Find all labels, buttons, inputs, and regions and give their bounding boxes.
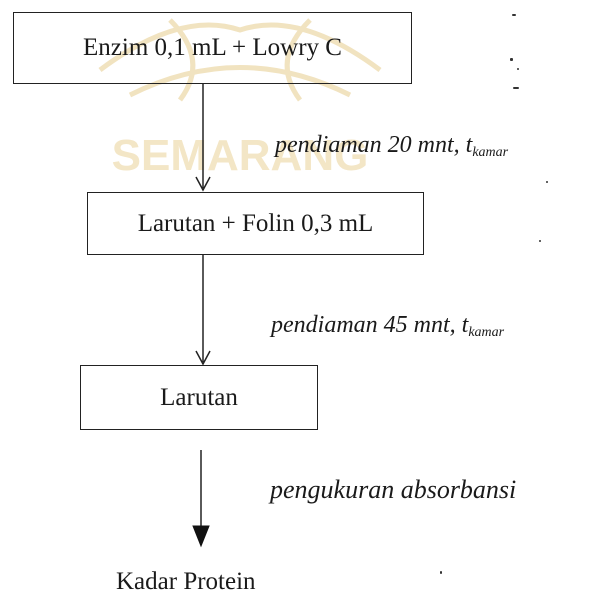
arrowhead-3 xyxy=(192,525,210,548)
step-1-text: Enzim 0,1 mL + Lowry C xyxy=(83,34,342,61)
scan-speck xyxy=(539,240,541,242)
scan-speck xyxy=(510,58,513,61)
transition-1-text: pendiaman 20 mnt, t xyxy=(275,132,473,158)
scan-speck xyxy=(546,181,548,183)
arrowhead-2 xyxy=(195,350,211,366)
transition-2-text: pendiaman 45 mnt, t xyxy=(271,312,469,338)
transition-3-text: pengukuran absorbansi xyxy=(270,475,517,504)
arrowhead-1 xyxy=(195,176,211,192)
transition-1-sub: kamar xyxy=(472,145,509,160)
result-label: Kadar Protein xyxy=(116,568,256,595)
transition-label-3: pengukuran absorbansi xyxy=(270,475,516,505)
transition-2-sub: kamar xyxy=(468,325,505,340)
step-box-larutan: Larutan xyxy=(80,365,318,430)
scan-speck xyxy=(517,68,519,70)
step-box-enzyme-lowry: Enzim 0,1 mL + Lowry C xyxy=(13,12,412,84)
scan-speck xyxy=(512,14,516,16)
transition-label-2: pendiaman 45 mnt, tkamar xyxy=(271,312,504,341)
scan-speck xyxy=(513,87,519,89)
scan-speck xyxy=(440,571,442,574)
step-box-folin: Larutan + Folin 0,3 mL xyxy=(87,192,424,255)
transition-label-1: pendiaman 20 mnt, tkamar xyxy=(275,132,508,161)
step-3-text: Larutan xyxy=(160,383,238,411)
step-2-text: Larutan + Folin 0,3 mL xyxy=(137,209,374,237)
